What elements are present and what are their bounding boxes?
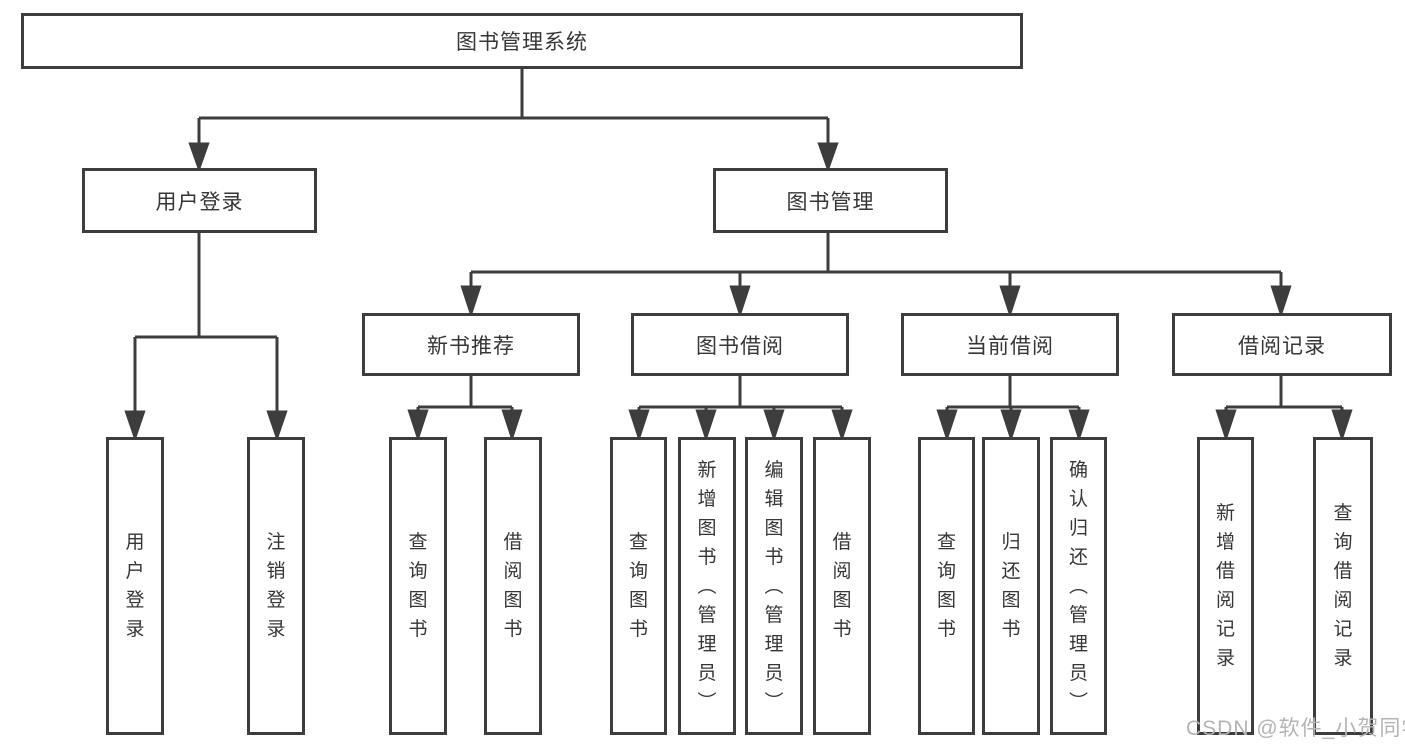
arrowhead (1270, 285, 1292, 318)
arrowhead (460, 285, 482, 318)
arrowhead (407, 409, 429, 442)
arrowhead (628, 409, 650, 442)
node-new-book-recommendation: 新书推荐 (362, 313, 580, 376)
arrowhead (1331, 409, 1353, 442)
leaf-confirm-return-admin: 确认归还︵管理员︶ (1050, 437, 1107, 735)
arrowhead (1000, 409, 1022, 442)
leaf-query-books: 查询图书 (610, 437, 667, 735)
leaf-edit-books-admin: 编辑图书︵管理员︶ (745, 437, 803, 735)
arrowhead (1215, 409, 1237, 442)
node-user-login: 用户登录 (82, 168, 317, 233)
leaf-query-borrow-record: 查询借阅记录 (1313, 437, 1373, 735)
arrowhead (124, 410, 146, 442)
csdn-watermark: CSDN @软件_小贺同学 (1186, 717, 1405, 740)
leaf-return-books: 归还图书 (982, 437, 1040, 735)
arrowhead (817, 142, 839, 173)
leaf-user-login: 用户登录 (106, 437, 164, 735)
node-book-borrowing: 图书借阅 (631, 313, 849, 376)
arrowhead (936, 409, 958, 442)
leaf-borrow-books: 借阅图书 (813, 437, 871, 735)
arrowhead (831, 409, 853, 442)
node-root: 图书管理系统 (21, 13, 1023, 69)
arrowhead (188, 142, 210, 173)
node-current-borrowing: 当前借阅 (901, 313, 1119, 376)
arrowhead (501, 409, 523, 442)
leaf-query-books: 查询图书 (918, 437, 975, 735)
arrowhead (763, 409, 785, 442)
leaf-borrow-books: 借阅图书 (484, 437, 542, 735)
leaf-query-books: 查询图书 (389, 437, 447, 735)
node-borrowing-records: 借阅记录 (1172, 313, 1392, 376)
leaf-add-borrow-record: 新增借阅记录 (1197, 437, 1254, 735)
leaf-add-books-admin: 新增图书︵管理员︶ (678, 437, 736, 735)
arrowhead (999, 285, 1021, 318)
arrowhead (1068, 409, 1090, 442)
arrowhead (729, 285, 751, 318)
arrowhead (266, 410, 288, 442)
arrowhead (695, 409, 717, 442)
leaf-logout: 注销登录 (247, 437, 305, 735)
node-book-management: 图书管理 (713, 168, 948, 233)
